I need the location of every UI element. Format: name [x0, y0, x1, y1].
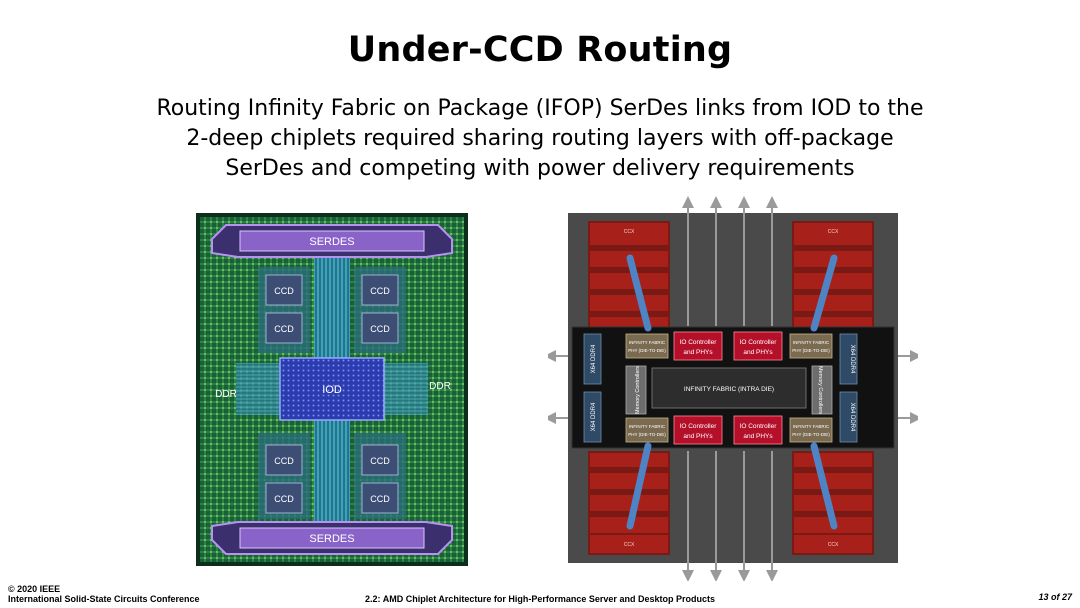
ccx-label: CCX [828, 542, 839, 548]
memory-controllers-left: Memory Controllers [625, 365, 647, 415]
ddr4-channel: X64 DDR4 [839, 391, 858, 443]
ccd-label: CCD [274, 494, 294, 504]
io-controller-line2: and PHYs [743, 349, 773, 356]
ccd-label: CCD [274, 456, 294, 466]
footer-page-number: 13 of 27 [1038, 592, 1072, 602]
ccx-label: CCX [624, 542, 635, 548]
ddr4-channel: X64 DDR4 [583, 391, 602, 443]
infinity-fabric-phy: INFINITY FABRIC PHY (DIE-TO-DIE) [789, 333, 833, 359]
io-controller: IO Controller and PHYs [673, 415, 723, 445]
ddr4-label: X64 DDR4 [591, 402, 597, 431]
phy-label-line1: INFINITY FABRIC [629, 424, 666, 429]
subtitle-line-2: 2-deep chiplets required sharing routing… [186, 126, 894, 151]
footer-paper-title: 2.2: AMD Chiplet Architecture for High-P… [365, 594, 715, 604]
ddr4-label: X64 DDR4 [849, 345, 855, 374]
footer-left: © 2020 IEEE International Solid-State Ci… [8, 584, 200, 604]
slide-subtitle: Routing Infinity Fabric on Package (IFOP… [100, 94, 980, 184]
infinity-fabric-phy: INFINITY FABRIC PHY (DIE-TO-DIE) [625, 333, 669, 359]
io-controller: IO Controller and PHYs [733, 331, 783, 361]
ccd-stack-top-right: CCX [792, 221, 874, 333]
io-controller-line1: IO Controller [680, 339, 718, 346]
ccd-block: CCD [265, 482, 303, 514]
iod-block: IOD [279, 357, 385, 421]
ccx-label: CCX [828, 229, 839, 235]
footer-copyright: © 2020 IEEE [8, 584, 61, 594]
infinity-fabric-intra-label: INFINITY FABRIC (INTRA DIE) [684, 386, 774, 393]
ccd-block: CCD [361, 274, 399, 306]
footer-conference: International Solid-State Circuits Confe… [8, 594, 200, 604]
ddr4-channel: X64 DDR4 [583, 333, 602, 385]
ccd-stack-top-left: CCX [588, 221, 670, 333]
ccd-block: CCD [361, 312, 399, 344]
ccd-stack-bottom-left: CCX [588, 451, 670, 555]
memory-controllers-label: Memory Controllers [635, 366, 641, 414]
infinity-fabric-phy: INFINITY FABRIC PHY (DIE-TO-DIE) [625, 417, 669, 443]
memory-controllers-label: Memory Controllers [817, 366, 823, 414]
infinity-fabric-phy: INFINITY FABRIC PHY (DIE-TO-DIE) [789, 417, 833, 443]
phy-label-line1: INFINITY FABRIC [793, 424, 830, 429]
ccd-block: CCD [265, 274, 303, 306]
chiplet-block-diagram: CCX CCX CCX CCX X64 DDR4 [548, 196, 918, 581]
serdes-top-label: SERDES [309, 236, 354, 248]
ccd-block: CCD [361, 444, 399, 476]
serdes-bottom: SERDES [211, 521, 453, 555]
io-controller: IO Controller and PHYs [673, 331, 723, 361]
io-controller-line2: and PHYs [683, 433, 713, 440]
infinity-fabric-intra-die: INFINITY FABRIC (INTRA DIE) [651, 367, 807, 409]
ddr-left-label: DDR [215, 389, 237, 400]
ccd-block: CCD [265, 444, 303, 476]
ccd-block: CCD [265, 312, 303, 344]
phy-label-line1: INFINITY FABRIC [793, 340, 830, 345]
ifop-links [626, 254, 838, 530]
phy-label-line2: PHY (DIE-TO-DIE) [792, 432, 830, 437]
ccd-label: CCD [274, 324, 294, 334]
phy-label-line2: PHY (DIE-TO-DIE) [628, 348, 666, 353]
io-controller-line2: and PHYs [683, 349, 713, 356]
slide-title: Under-CCD Routing [347, 30, 733, 70]
serdes-bottom-label: SERDES [309, 533, 354, 545]
ddr4-label: X64 DDR4 [849, 403, 855, 432]
ccx-label: CCX [624, 229, 635, 235]
ccd-label: CCD [370, 456, 390, 466]
ccd-label: CCD [370, 286, 390, 296]
ccd-block: CCD [361, 482, 399, 514]
iod-label: IOD [322, 384, 342, 396]
phy-label-line1: INFINITY FABRIC [629, 340, 666, 345]
ccd-label: CCD [370, 494, 390, 504]
phy-label-line2: PHY (DIE-TO-DIE) [792, 348, 830, 353]
io-controller-line1: IO Controller [740, 423, 778, 430]
package-layout-diagram: SERDES SERDES CCD CCD CCD CCD CCD CCD CC… [196, 213, 468, 566]
ccd-stack-bottom-right: CCX [792, 451, 874, 555]
ccd-label: CCD [274, 286, 294, 296]
ddr4-label: X64 DDR4 [591, 344, 597, 373]
io-controller-line2: and PHYs [743, 433, 773, 440]
io-controller-line1: IO Controller [740, 339, 778, 346]
ccd-label: CCD [370, 324, 390, 334]
subtitle-line-1: Routing Infinity Fabric on Package (IFOP… [156, 96, 924, 121]
io-controller: IO Controller and PHYs [733, 415, 783, 445]
subtitle-line-3: SerDes and competing with power delivery… [225, 156, 855, 181]
phy-label-line2: PHY (DIE-TO-DIE) [628, 432, 666, 437]
ddr4-channel: X64 DDR4 [839, 333, 858, 385]
memory-controllers-right: Memory Controllers [811, 365, 833, 415]
ddr-right-label: DDR [429, 381, 451, 392]
serdes-top: SERDES [211, 224, 453, 258]
io-controller-line1: IO Controller [680, 423, 718, 430]
